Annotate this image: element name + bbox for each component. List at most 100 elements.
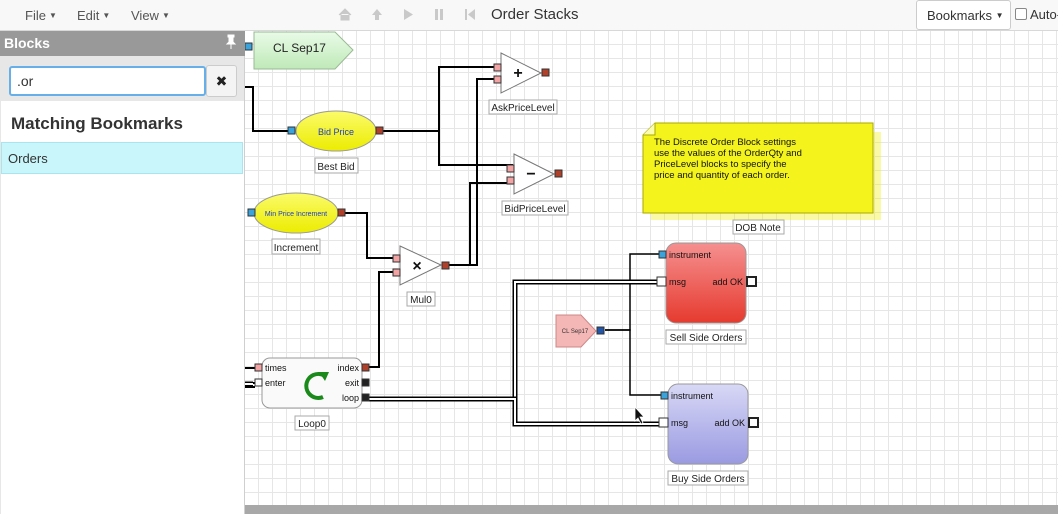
cl-sep17-small-block[interactable]: CL Sep17: [555, 314, 605, 348]
port-out[interactable]: [596, 326, 605, 335]
step-back-icon[interactable]: [465, 9, 475, 20]
dob-note[interactable]: The Discrete Order Block settings use th…: [642, 122, 881, 220]
horizontal-scrollbar[interactable]: [245, 505, 1058, 514]
clear-search-button[interactable]: ✖: [206, 65, 237, 97]
loop0-block[interactable]: times enter index exit loop: [254, 357, 370, 409]
sell-name-box: [665, 329, 747, 345]
loop0-name-box: [294, 415, 330, 431]
chevron-down-icon: ▼: [102, 11, 111, 20]
min-price-value: Min Price Increment: [265, 211, 327, 218]
ask-price-level-label: AskPriceLevel: [491, 103, 554, 114]
port-in[interactable]: [493, 75, 502, 84]
port-in[interactable]: [287, 126, 296, 135]
sidebar: Blocks ✖ Matching Bookmarks Orders: [0, 31, 245, 514]
sell-msg-label: msg: [669, 277, 686, 287]
bid-price-level-label: BidPriceLevel: [504, 204, 565, 215]
bid-name-box: [501, 200, 569, 216]
buy-name-box: [667, 470, 749, 486]
port-in[interactable]: [506, 164, 515, 173]
port-out[interactable]: [361, 393, 370, 402]
loop-times-label: times: [265, 363, 287, 373]
pin-icon[interactable]: [225, 34, 237, 50]
port-out[interactable]: [748, 417, 759, 428]
bookmark-result-orders[interactable]: Orders: [1, 142, 243, 174]
minus-icon: −: [526, 166, 535, 183]
port-in[interactable]: [506, 176, 515, 185]
buy-side-orders-label: Buy Side Orders: [671, 474, 744, 485]
matching-bookmarks-heading: Matching Bookmarks: [11, 114, 183, 133]
port-out[interactable]: [375, 126, 384, 135]
mul0-name-box: [406, 291, 436, 307]
sell-side-orders-block[interactable]: instrument msg add OK: [656, 242, 757, 324]
loop0-label: Loop0: [298, 419, 326, 430]
loop-loop-label: loop: [342, 393, 359, 403]
search-input[interactable]: [9, 66, 206, 96]
results-panel: Matching Bookmarks Orders: [1, 101, 244, 514]
port-out[interactable]: [361, 378, 370, 387]
dob-note-label: DOB Note: [735, 223, 781, 234]
canvas[interactable]: CL Sep17 Bid Price Best Bid Min Price In…: [245, 31, 1058, 514]
auto-label: Auto-: [1030, 7, 1058, 22]
cursor-icon: [634, 405, 645, 425]
increment-label: Increment: [274, 243, 319, 254]
top-toolbar: File▼ Edit▼ View▼ Order Stacks Bookmarks…: [0, 0, 1058, 31]
port-out[interactable]: [337, 208, 346, 217]
blocks-header: Blocks: [0, 31, 245, 56]
port-in[interactable]: [392, 254, 401, 263]
bookmarks-button[interactable]: Bookmarks ▼: [916, 0, 1011, 30]
bid-price-level-block[interactable]: −: [506, 153, 563, 195]
note-line-1: The Discrete Order Block settings: [654, 137, 796, 148]
menu-view-label: View: [131, 8, 159, 23]
port-in[interactable]: [254, 363, 263, 372]
port-in[interactable]: [392, 268, 401, 277]
mul0-block[interactable]: ×: [392, 245, 450, 286]
note-line-4: price and quantity of each order.: [654, 170, 790, 181]
ask-price-level-block[interactable]: +: [493, 52, 550, 94]
port-in[interactable]: [658, 250, 667, 259]
port-out[interactable]: [361, 363, 370, 372]
port-out[interactable]: [245, 42, 253, 51]
play-icon[interactable]: [403, 9, 413, 20]
note-line-2: use the values of the OrderQty and: [654, 148, 802, 159]
menu-file-label: File: [25, 8, 46, 23]
note-line-3: PriceLevel blocks to specify the: [654, 159, 787, 170]
dob-note-text: The Discrete Order Block settings use th…: [654, 137, 805, 181]
port-in[interactable]: [254, 378, 263, 387]
pause-icon[interactable]: [434, 9, 444, 20]
port-out[interactable]: [441, 261, 450, 270]
buy-addok-label: add OK: [714, 418, 745, 428]
menu-view[interactable]: View▼: [131, 8, 170, 23]
port-in[interactable]: [656, 276, 667, 287]
multiply-icon: ×: [412, 258, 421, 275]
menu-file[interactable]: File▼: [25, 8, 57, 23]
port-out[interactable]: [554, 169, 563, 178]
port-out[interactable]: [541, 68, 550, 77]
port-in[interactable]: [660, 391, 669, 400]
blocks-header-label: Blocks: [4, 35, 50, 51]
buy-instrument-label: instrument: [671, 391, 714, 401]
best-bid-value: Bid Price: [318, 127, 354, 137]
cl-sep17-label: CL Sep17: [273, 41, 326, 55]
msg-wires: [245, 279, 660, 427]
best-bid-block[interactable]: Bid Price: [287, 110, 384, 152]
home-icon[interactable]: [338, 8, 352, 21]
sell-addok-label: add OK: [712, 277, 743, 287]
port-in[interactable]: [658, 417, 669, 428]
page-title: Order Stacks: [491, 6, 579, 23]
increment-name-box: [271, 238, 321, 255]
increment-block[interactable]: Min Price Increment: [247, 192, 346, 234]
port-in[interactable]: [493, 63, 502, 72]
connection-wires: [245, 66, 667, 396]
menu-edit[interactable]: Edit▼: [77, 8, 110, 23]
plus-icon: +: [513, 65, 522, 82]
cl-sep17-small-label: CL Sep17: [562, 329, 589, 335]
best-bid-name-box: [314, 157, 359, 174]
mul0-label: Mul0: [410, 295, 432, 306]
buy-side-orders-block[interactable]: instrument msg add OK: [658, 383, 759, 465]
cl-sep17-block[interactable]: CL Sep17: [253, 31, 354, 70]
chevron-down-icon: ▼: [48, 11, 57, 20]
arrow-up-icon[interactable]: [371, 8, 383, 21]
auto-checkbox[interactable]: [1015, 8, 1027, 20]
port-in[interactable]: [247, 208, 256, 217]
port-out[interactable]: [746, 276, 757, 287]
